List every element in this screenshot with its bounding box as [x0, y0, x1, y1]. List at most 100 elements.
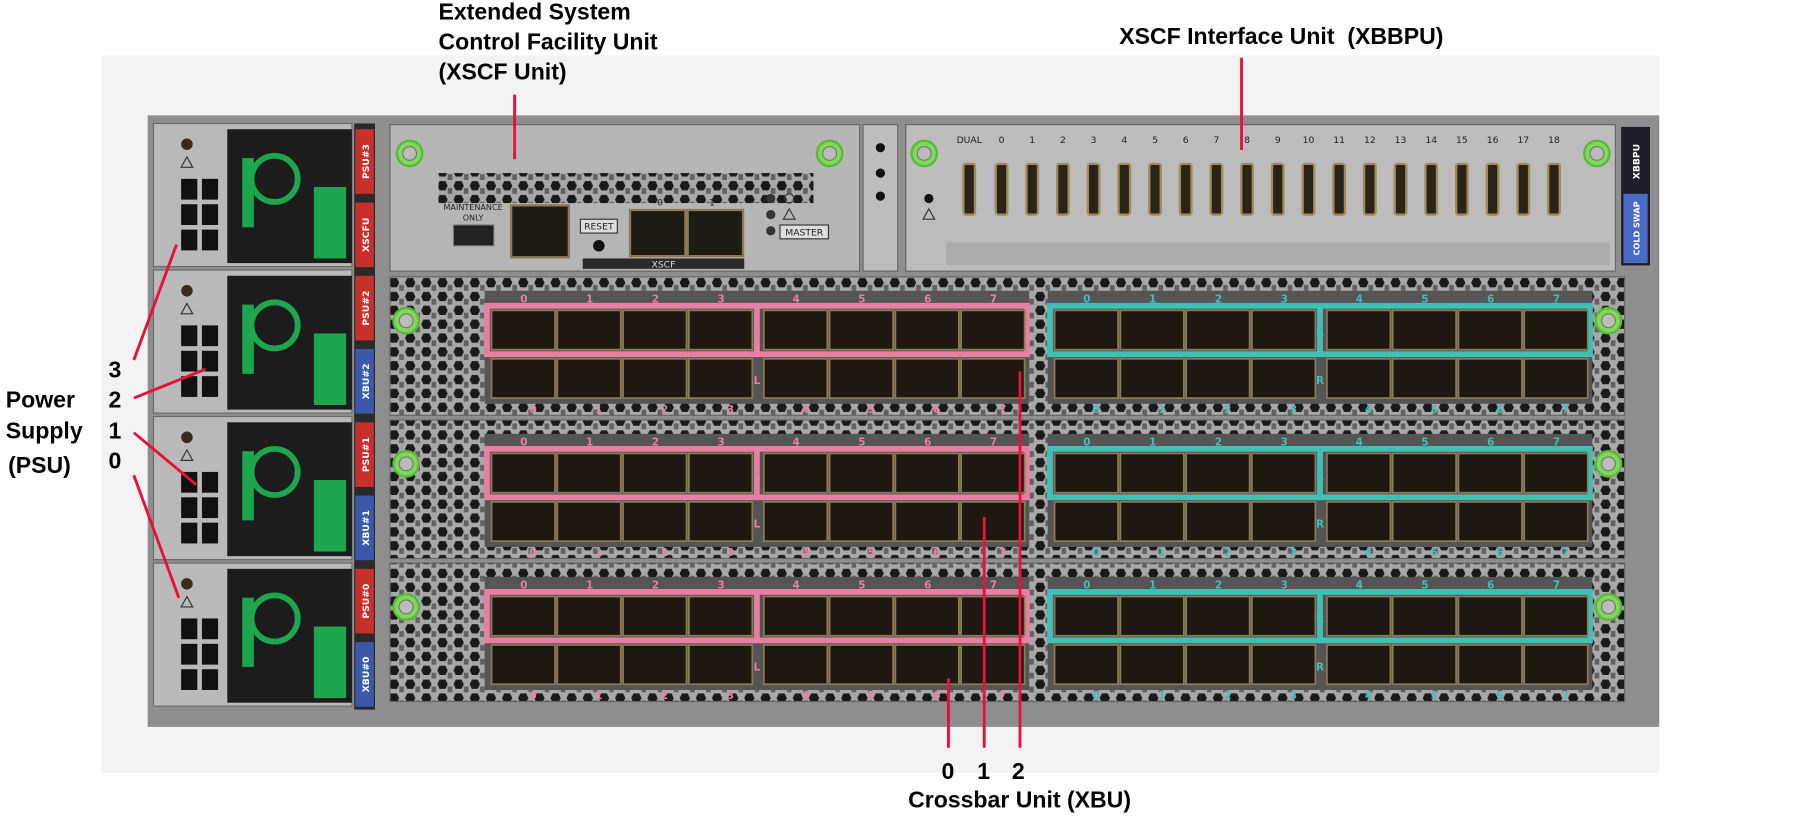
port-number-top: 3 [718, 579, 725, 591]
port-number-top: 6 [1487, 579, 1494, 591]
port-number-top: 1 [586, 579, 593, 591]
xbbpu-label: XSCF Interface Unit (XBBPU) [1119, 23, 1443, 49]
psu-0-pointer-line [132, 474, 181, 599]
port-number-bottom: 2 [1224, 404, 1231, 416]
port-number-top: 1 [1149, 579, 1156, 591]
port-number-top: 1 [1149, 293, 1156, 305]
port-number-bottom: 3 [727, 404, 734, 416]
qsfp-port [894, 309, 960, 351]
port-number-bottom: 3 [1290, 547, 1297, 559]
port-number-top: 4 [1356, 579, 1363, 591]
psu-grill-vent [201, 669, 219, 690]
port-number-top: 4 [793, 293, 800, 305]
psu-grill-vent [181, 204, 198, 225]
screw-head-icon [398, 599, 414, 615]
qsfp-port [687, 501, 754, 543]
psu-grill-vent [181, 618, 198, 640]
qsfp-port [1053, 595, 1119, 637]
xbbpu-lower-plate [946, 242, 1610, 266]
port-number-bottom: 4 [802, 690, 809, 702]
qsfp-port [1119, 357, 1185, 399]
xbbpu-port-label: 8 [1244, 135, 1250, 146]
qsfp-port [622, 644, 688, 686]
port-number-top: 5 [858, 579, 865, 591]
port-number-bottom: 5 [1431, 547, 1438, 559]
xbbpu-led-icon [924, 193, 934, 204]
psu-led-icon [181, 285, 193, 297]
qsfp-port [1053, 501, 1119, 543]
xbbpu-port-label: 6 [1183, 135, 1189, 146]
qsfp-port [556, 501, 622, 543]
xbbpu-connector [994, 162, 1009, 216]
xbbpu-connector [1270, 162, 1285, 216]
qsfp-port [1119, 309, 1185, 351]
xbbpu-connector [1332, 162, 1347, 216]
qsfp-port [1185, 357, 1251, 399]
label-strip [354, 123, 375, 710]
strip-label-bg [355, 642, 374, 707]
psu-number-3: 3 [108, 356, 121, 382]
xbbpu-port-label: 17 [1517, 135, 1529, 146]
screw-head-icon [916, 145, 932, 161]
qsfp-port [1457, 309, 1523, 351]
qsfp-port [1326, 501, 1392, 543]
xbbpu-tag-label: XBBPU [1632, 144, 1643, 179]
xbbpu-port-label: 1 [1029, 135, 1035, 146]
port-number-top: 0 [520, 579, 527, 591]
qsfp-port [1251, 595, 1317, 637]
port-number-bottom: 1 [595, 690, 602, 702]
psu-latch-tab [313, 626, 347, 699]
qsfp-port [490, 357, 556, 399]
xscf-port-1-label: 1 [709, 197, 715, 208]
qsfp-port [622, 309, 688, 351]
xscf-name-bar [582, 258, 745, 269]
strip-label-bg [355, 422, 374, 487]
psu-label-line3: (PSU) [8, 452, 71, 478]
port-number-bottom: 1 [1158, 404, 1165, 416]
qsfp-port [960, 644, 1026, 686]
master-led-icon [766, 226, 776, 236]
divider-hole [875, 143, 885, 153]
port-number-top: 3 [718, 293, 725, 305]
psu-grill-vent [201, 204, 219, 225]
psu-grill-vent [201, 471, 219, 493]
psu-number-2: 2 [108, 386, 121, 412]
qsfp-port [622, 595, 688, 637]
cold-swap-label: COLD SWAP [1633, 201, 1642, 255]
xbbpu-port-label: 12 [1364, 135, 1376, 146]
divider-hole [875, 191, 885, 201]
qsfp-port [687, 595, 754, 637]
psu-3-pointer-line [132, 244, 178, 361]
screw-head-icon [398, 456, 414, 472]
qsfp-port [1185, 644, 1251, 686]
psu-grill-vent [201, 350, 219, 372]
psu-grill-vent [201, 522, 219, 544]
port-number-top: 6 [1487, 436, 1494, 448]
strip-label-bg [355, 275, 374, 341]
port-number-top: 4 [793, 579, 800, 591]
xscf-unit-label-line1: Extended System [438, 0, 630, 25]
qsfp-port [1185, 595, 1251, 637]
psu-label-line1: Power [6, 386, 75, 412]
port-side-marker: R [1316, 327, 1324, 339]
xbbpu-connector [1485, 162, 1500, 216]
port-number-bottom: 4 [1365, 547, 1372, 559]
qsfp-port [1457, 644, 1523, 686]
xbbpu-port-label: 7 [1213, 135, 1219, 146]
xbbpu-port-label: 10 [1303, 135, 1315, 146]
port-number-top: 5 [1421, 579, 1428, 591]
port-number-top: 3 [1281, 579, 1288, 591]
psu-clip-arm [242, 451, 254, 521]
psu-clip-arm [242, 304, 254, 374]
xbbpu-port-label: 4 [1121, 135, 1127, 146]
xbbpu-port-label: 16 [1487, 135, 1499, 146]
port-number-bottom: 6 [1496, 690, 1503, 702]
strip-label: PSU#1 [361, 437, 372, 472]
psu-grill-vent [181, 497, 198, 519]
psu-latch-tab [313, 480, 347, 552]
strip-label: XBU#0 [361, 657, 372, 693]
xbbpu-port-label: DUAL [957, 135, 983, 146]
xbbpu-port-label: 3 [1091, 135, 1097, 146]
xbbpu-connector [962, 162, 977, 216]
